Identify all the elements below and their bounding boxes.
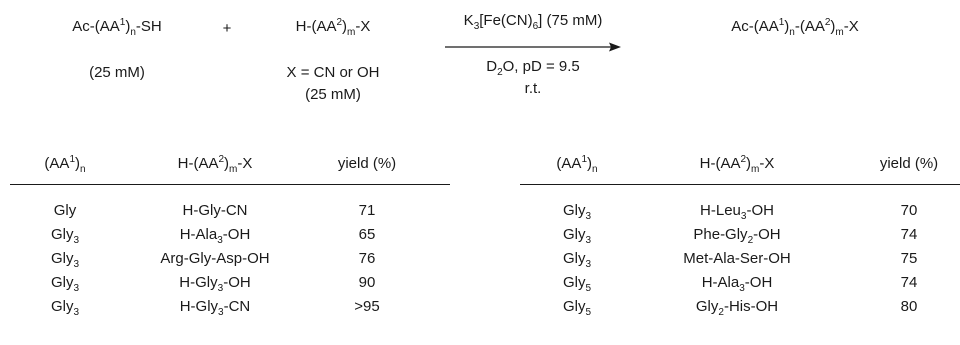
header-yield: yield (%) bbox=[337, 155, 397, 172]
cell-yield: 65 bbox=[358, 226, 376, 243]
cell-yield: 74 bbox=[900, 274, 918, 291]
table-rule bbox=[10, 184, 450, 185]
cell-yield: 74 bbox=[900, 226, 918, 243]
cell-yield: >95 bbox=[354, 298, 380, 315]
cell-aa1: Gly3 bbox=[50, 274, 80, 294]
cell-aa1: Gly3 bbox=[50, 298, 80, 318]
cell-aa2: Phe-Gly2-OH bbox=[693, 226, 781, 246]
reagent-label: K3[Fe(CN)6] (75 mM) bbox=[463, 12, 603, 32]
cell-yield: 90 bbox=[358, 274, 376, 291]
reactant-2-concentration: (25 mM) bbox=[305, 86, 361, 103]
header-aa1: (AA1)n bbox=[556, 154, 598, 175]
cell-aa1: Gly5 bbox=[562, 298, 592, 318]
cell-aa1: Gly3 bbox=[562, 202, 592, 222]
cell-aa1: Gly5 bbox=[562, 274, 592, 294]
reactant-1-concentration: (25 mM) bbox=[89, 64, 145, 81]
header-aa2: H-(AA2)m-X bbox=[177, 154, 253, 175]
cell-aa2: Arg-Gly-Asp-OH bbox=[160, 250, 270, 267]
reactant-2: H-(AA2)m-X bbox=[295, 17, 371, 38]
temperature-condition: r.t. bbox=[524, 80, 542, 97]
cell-aa1: Gly3 bbox=[562, 226, 592, 246]
reaction-arrow bbox=[445, 42, 621, 52]
reactant-2-x-definition: X = CN or OH bbox=[286, 64, 380, 81]
cell-yield: 76 bbox=[358, 250, 376, 267]
cell-aa1: Gly3 bbox=[50, 226, 80, 246]
cell-aa1: Gly3 bbox=[50, 250, 80, 270]
cell-aa2: H-Gly-CN bbox=[182, 202, 248, 219]
header-yield: yield (%) bbox=[879, 155, 939, 172]
cell-yield: 75 bbox=[900, 250, 918, 267]
plus-sign: + bbox=[222, 20, 232, 37]
solvent-condition: D2O, pD = 9.5 bbox=[486, 58, 580, 78]
cell-aa2: H-Gly3-CN bbox=[179, 298, 251, 318]
cell-yield: 71 bbox=[358, 202, 376, 219]
cell-aa2: H-Leu3-OH bbox=[700, 202, 774, 222]
cell-yield: 80 bbox=[900, 298, 918, 315]
cell-aa1: Gly3 bbox=[562, 250, 592, 270]
cell-aa1: Gly bbox=[53, 202, 77, 219]
header-aa1: (AA1)n bbox=[44, 154, 86, 175]
cell-yield: 70 bbox=[900, 202, 918, 219]
cell-aa2: H-Ala3-OH bbox=[701, 274, 773, 294]
header-aa2: H-(AA2)m-X bbox=[699, 154, 775, 175]
cell-aa2: H-Ala3-OH bbox=[179, 226, 251, 246]
cell-aa2: H-Gly3-OH bbox=[179, 274, 251, 294]
table-rule bbox=[520, 184, 960, 185]
cell-aa2: Gly2-His-OH bbox=[695, 298, 779, 318]
reactant-1: Ac-(AA1)n-SH bbox=[72, 17, 162, 38]
cell-aa2: Met-Ala-Ser-OH bbox=[683, 250, 791, 267]
product: Ac-(AA1)n-(AA2)m-X bbox=[731, 17, 859, 38]
